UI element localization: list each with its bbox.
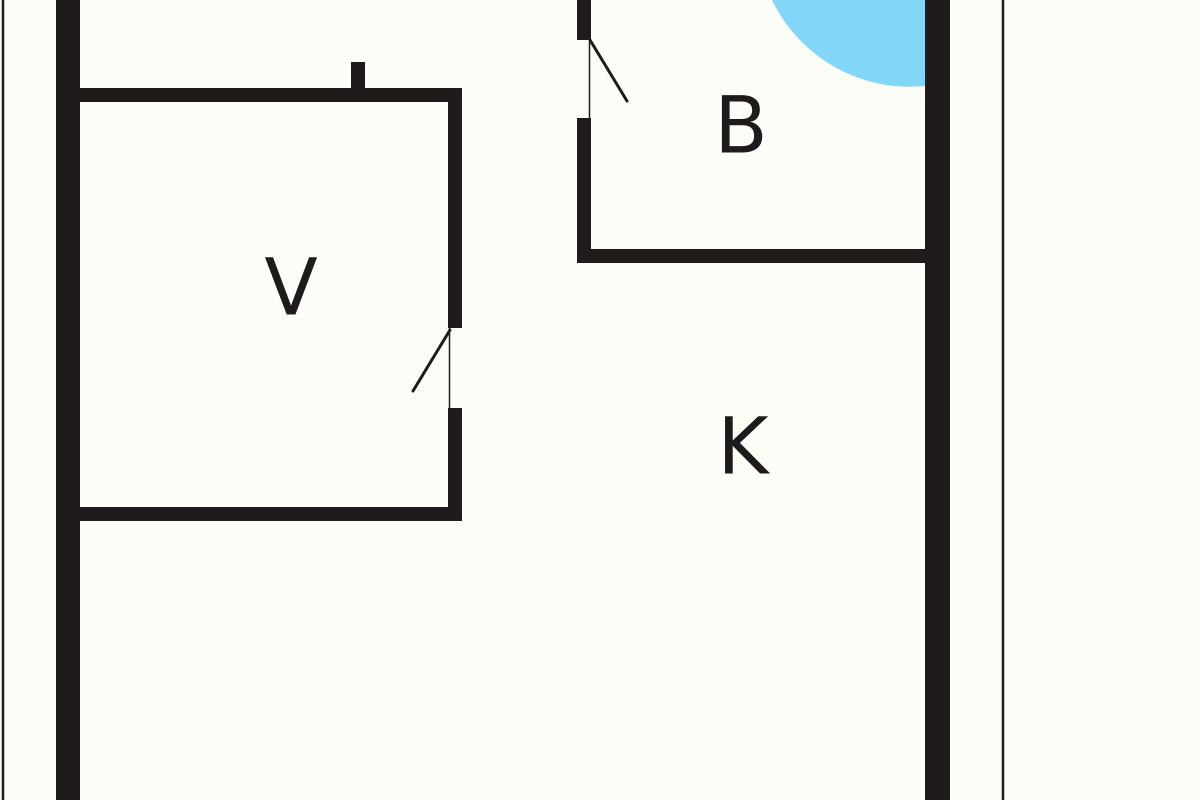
room-v-right-wall-lower — [448, 408, 462, 521]
door-leaf — [411, 328, 452, 393]
room-b-left-wall-upper — [577, 0, 591, 40]
room-v-right-wall-upper — [448, 88, 462, 328]
room-label-k: K — [717, 402, 770, 492]
right-exterior-wall — [925, 0, 950, 800]
room-b-bottom-wall — [577, 249, 937, 263]
room-b-door — [588, 38, 629, 118]
room-v-door — [411, 328, 452, 408]
left-exterior-wall — [56, 0, 80, 800]
room-label-b: B — [714, 81, 768, 171]
room-label-v: V — [264, 243, 317, 333]
room-v-bottom-wall — [80, 507, 462, 521]
wall-stub — [351, 62, 365, 92]
room-b-left-wall-lower — [577, 118, 591, 263]
door-leaf — [588, 38, 629, 103]
room-v-top-wall — [80, 88, 462, 102]
shower-fixture — [772, 0, 925, 87]
